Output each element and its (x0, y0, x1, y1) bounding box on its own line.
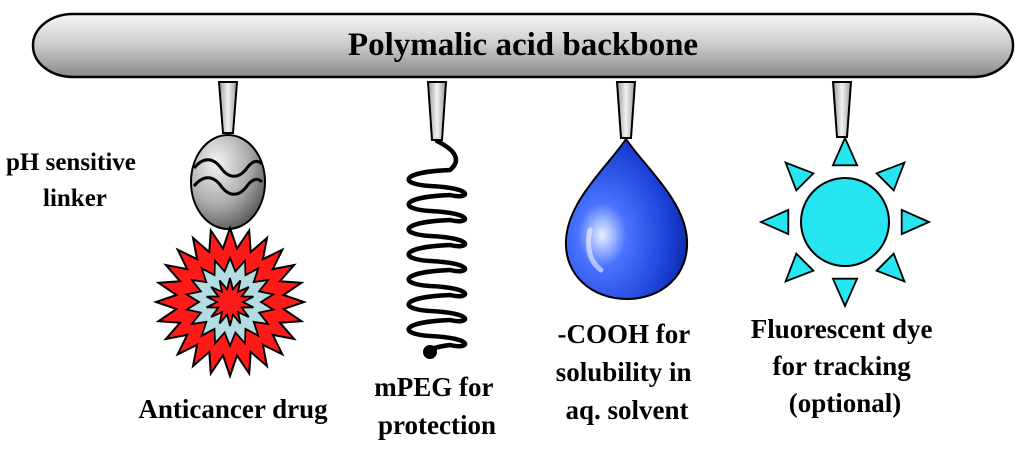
mpeg-label: mPEG for protection (374, 372, 499, 440)
dye-label-line: Fluorescent dye (751, 314, 933, 344)
sun-ray (874, 161, 906, 193)
dye-label-line: for tracking (773, 351, 912, 381)
linker-label: pH sensitive linker (6, 149, 142, 212)
dye-label: Fluorescent dye for tracking (optional) (751, 314, 939, 418)
linker-label-line: pH sensitive (6, 149, 136, 176)
coil-icon (406, 138, 468, 359)
cooh-label-line: solubility in (556, 357, 692, 387)
sun-core (800, 177, 890, 267)
sun-ray (831, 135, 859, 167)
sun-ray (784, 251, 816, 283)
droplet-shape (564, 137, 689, 301)
sun-ray (900, 208, 932, 236)
stem-dye (831, 81, 853, 138)
stem-mpeg (426, 81, 448, 141)
drug-label: Anticancer drug (138, 394, 328, 424)
drug-core (206, 277, 254, 327)
mpeg-label-line: protection (378, 410, 496, 440)
backbone: Polymalic acid backbone (31, 12, 1015, 79)
backbone-label: Polymalic acid backbone (348, 27, 698, 63)
ellipsoid-linker-icon (190, 134, 266, 230)
sun-icon (758, 135, 932, 309)
mpeg-coil (406, 138, 468, 355)
mpeg-label-line: mPEG for (374, 372, 493, 402)
cooh-label-line: aq. solvent (565, 395, 688, 425)
sun-ray (758, 208, 790, 236)
cooh-label: -COOH for solubility in aq. solvent (556, 319, 699, 425)
sun-ray (831, 277, 859, 309)
linker-label-line: linker (43, 185, 107, 212)
starburst-drug-icon (152, 224, 308, 380)
stem-cooh (615, 81, 637, 139)
dye-label-line: (optional) (789, 388, 902, 418)
sun-ray (784, 161, 816, 193)
stems (217, 81, 853, 141)
backbone-bar (31, 12, 1015, 79)
stem-linker (217, 81, 239, 134)
sun-ray (874, 251, 906, 283)
cooh-label-line: -COOH for (558, 319, 691, 349)
droplet-icon (564, 137, 689, 301)
mpeg-coil-end (423, 345, 437, 359)
